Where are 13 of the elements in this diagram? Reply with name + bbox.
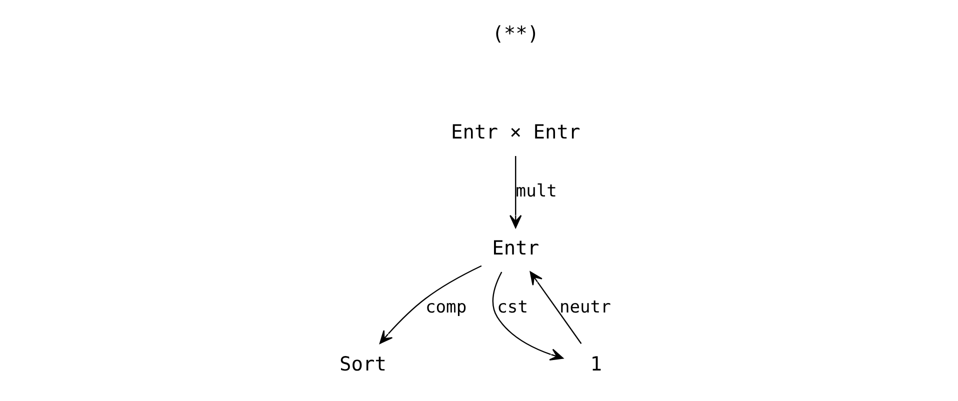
arrow — [492, 272, 564, 360]
edge-label: comp — [425, 297, 467, 318]
node-text: Entr × Entr — [450, 120, 580, 144]
node-text: 1 — [590, 352, 602, 376]
edge-label: mult — [516, 181, 557, 202]
node-text: Entr — [492, 236, 540, 260]
edge-label: neutr — [559, 297, 611, 318]
edge-label: cst — [497, 297, 528, 318]
node-text: Sort — [340, 352, 387, 376]
arrow — [530, 271, 582, 344]
arrow — [379, 265, 482, 344]
arrow — [510, 156, 522, 228]
label: (**) — [492, 22, 540, 45]
